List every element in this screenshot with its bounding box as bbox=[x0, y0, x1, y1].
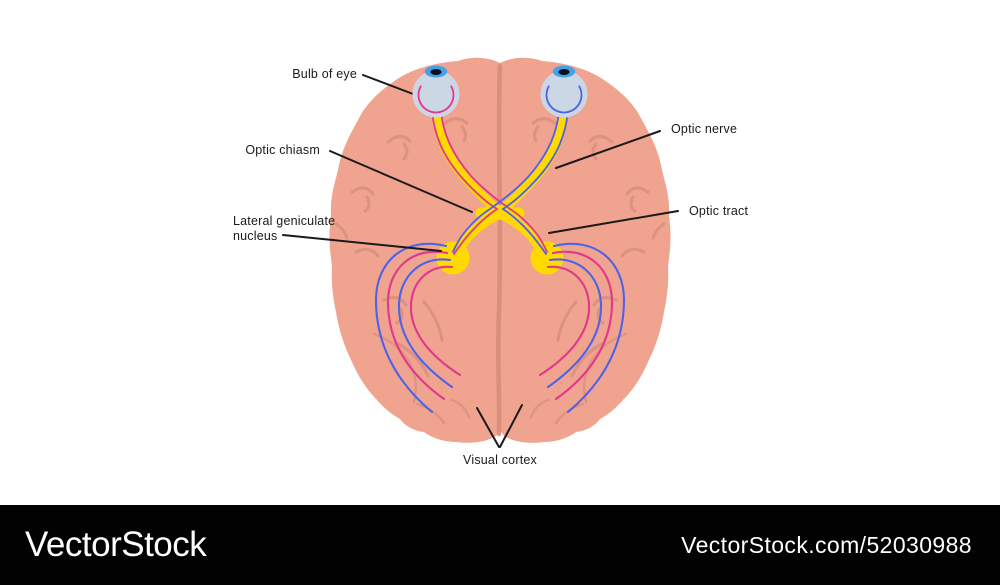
left-eyeball bbox=[412, 70, 460, 118]
left-retina-arc bbox=[417, 85, 455, 114]
right-eye bbox=[540, 65, 588, 118]
pointer-bulb-of-eye bbox=[362, 74, 422, 98]
fiber-right-nasal-crossing bbox=[452, 103, 561, 253]
right-eyeball bbox=[540, 70, 588, 118]
label-pointers bbox=[282, 74, 679, 448]
fiber-left-nasal-crossing bbox=[439, 103, 548, 253]
optic-radiations-right bbox=[538, 242, 626, 414]
left-pupil-icon bbox=[430, 69, 442, 75]
lateral-geniculate-nucleus-left bbox=[436, 241, 470, 275]
label-optic-nerve: Optic nerve bbox=[671, 122, 738, 136]
fiber-left-temporal bbox=[430, 101, 499, 255]
label-bulb-of-eye: Bulb of eye bbox=[292, 67, 357, 81]
optic-pathway bbox=[374, 101, 626, 414]
longitudinal-fissure bbox=[496, 63, 503, 437]
fiber-right-temporal bbox=[501, 101, 570, 255]
brain-outline bbox=[329, 57, 671, 443]
vectorstock-logo: VectorStock bbox=[25, 525, 207, 564]
pointer-optic-nerve bbox=[555, 130, 661, 169]
pointer-visual-cortex-right bbox=[499, 404, 523, 448]
vectorstock-credit: VectorStock.com/52030988 bbox=[681, 531, 972, 558]
watermark-bar: VectorStock VectorStock.com/52030988 bbox=[0, 505, 1000, 585]
right-pupil-icon bbox=[558, 69, 570, 75]
label-optic-tract: Optic tract bbox=[689, 204, 749, 218]
label-visual-cortex: Visual cortex bbox=[463, 453, 537, 467]
label-lateral-geniculate-nucleus: Lateral geniculate nucleus bbox=[233, 214, 336, 243]
right-hemisphere bbox=[500, 57, 671, 443]
right-retina-arc bbox=[545, 85, 583, 114]
left-hemisphere bbox=[329, 57, 500, 443]
pointer-visual-cortex-left bbox=[476, 407, 500, 448]
left-eye bbox=[412, 65, 460, 118]
pointer-optic-chiasm bbox=[329, 150, 473, 213]
label-optic-chiasm: Optic chiasm bbox=[245, 143, 320, 157]
optic-radiations-left bbox=[374, 242, 462, 414]
pointer-lateral-geniculate bbox=[282, 234, 442, 252]
lateral-geniculate-nucleus-right bbox=[530, 241, 564, 275]
pointer-optic-tract bbox=[548, 210, 679, 234]
